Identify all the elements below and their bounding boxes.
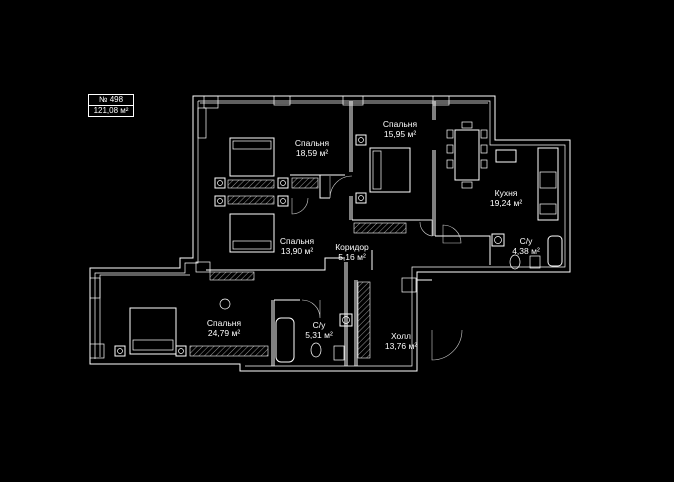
room-kitchen-name: Кухня xyxy=(495,188,518,198)
apartment-badge: № 498 121,08 м² xyxy=(88,94,134,117)
bed-bedroom-4 xyxy=(129,307,177,355)
room-bathroom-2-area: 5,31 м² xyxy=(305,330,333,340)
room-bedroom-2-area: 15,95 м² xyxy=(384,129,416,139)
room-bedroom-1-name: Спальня xyxy=(295,138,330,148)
room-corridor-area: 5,16 м² xyxy=(338,252,366,262)
room-hall-area: 13,76 м² xyxy=(385,341,417,351)
room-bedroom-4-name: Спальня xyxy=(207,318,242,328)
inner-walls xyxy=(206,101,491,366)
room-bathroom-1-name: С/у xyxy=(520,236,534,246)
kitchen-counter xyxy=(537,147,559,221)
doors xyxy=(291,175,463,361)
apartment-number: № 498 xyxy=(89,95,133,106)
room-bathroom-1-area: 4,38 м² xyxy=(512,246,540,256)
room-bedroom-1-area: 18,59 м² xyxy=(296,148,328,158)
room-kitchen-area: 19,24 м² xyxy=(490,198,522,208)
room-bathroom-2-name: С/у xyxy=(313,320,327,330)
windows xyxy=(89,95,450,359)
bed-bedroom-1 xyxy=(229,137,275,177)
room-labels: Спальня 18,59 м² Спальня 15,95 м² Кухня … xyxy=(207,119,540,351)
bed-bedroom-3 xyxy=(229,213,275,253)
room-bedroom-4-area: 24,79 м² xyxy=(208,328,240,338)
apartment-area: 121,08 м² xyxy=(93,106,129,115)
dining-table xyxy=(454,129,480,181)
outer-walls xyxy=(89,95,571,372)
room-bedroom-2-name: Спальня xyxy=(383,119,418,129)
furniture xyxy=(114,121,563,363)
room-bedroom-3-name: Спальня xyxy=(280,236,315,246)
room-hall-name: Холл xyxy=(391,331,411,341)
bed-bedroom-2 xyxy=(369,147,411,193)
room-bedroom-3-area: 13,90 м² xyxy=(281,246,313,256)
room-corridor-name: Коридор xyxy=(335,242,369,252)
